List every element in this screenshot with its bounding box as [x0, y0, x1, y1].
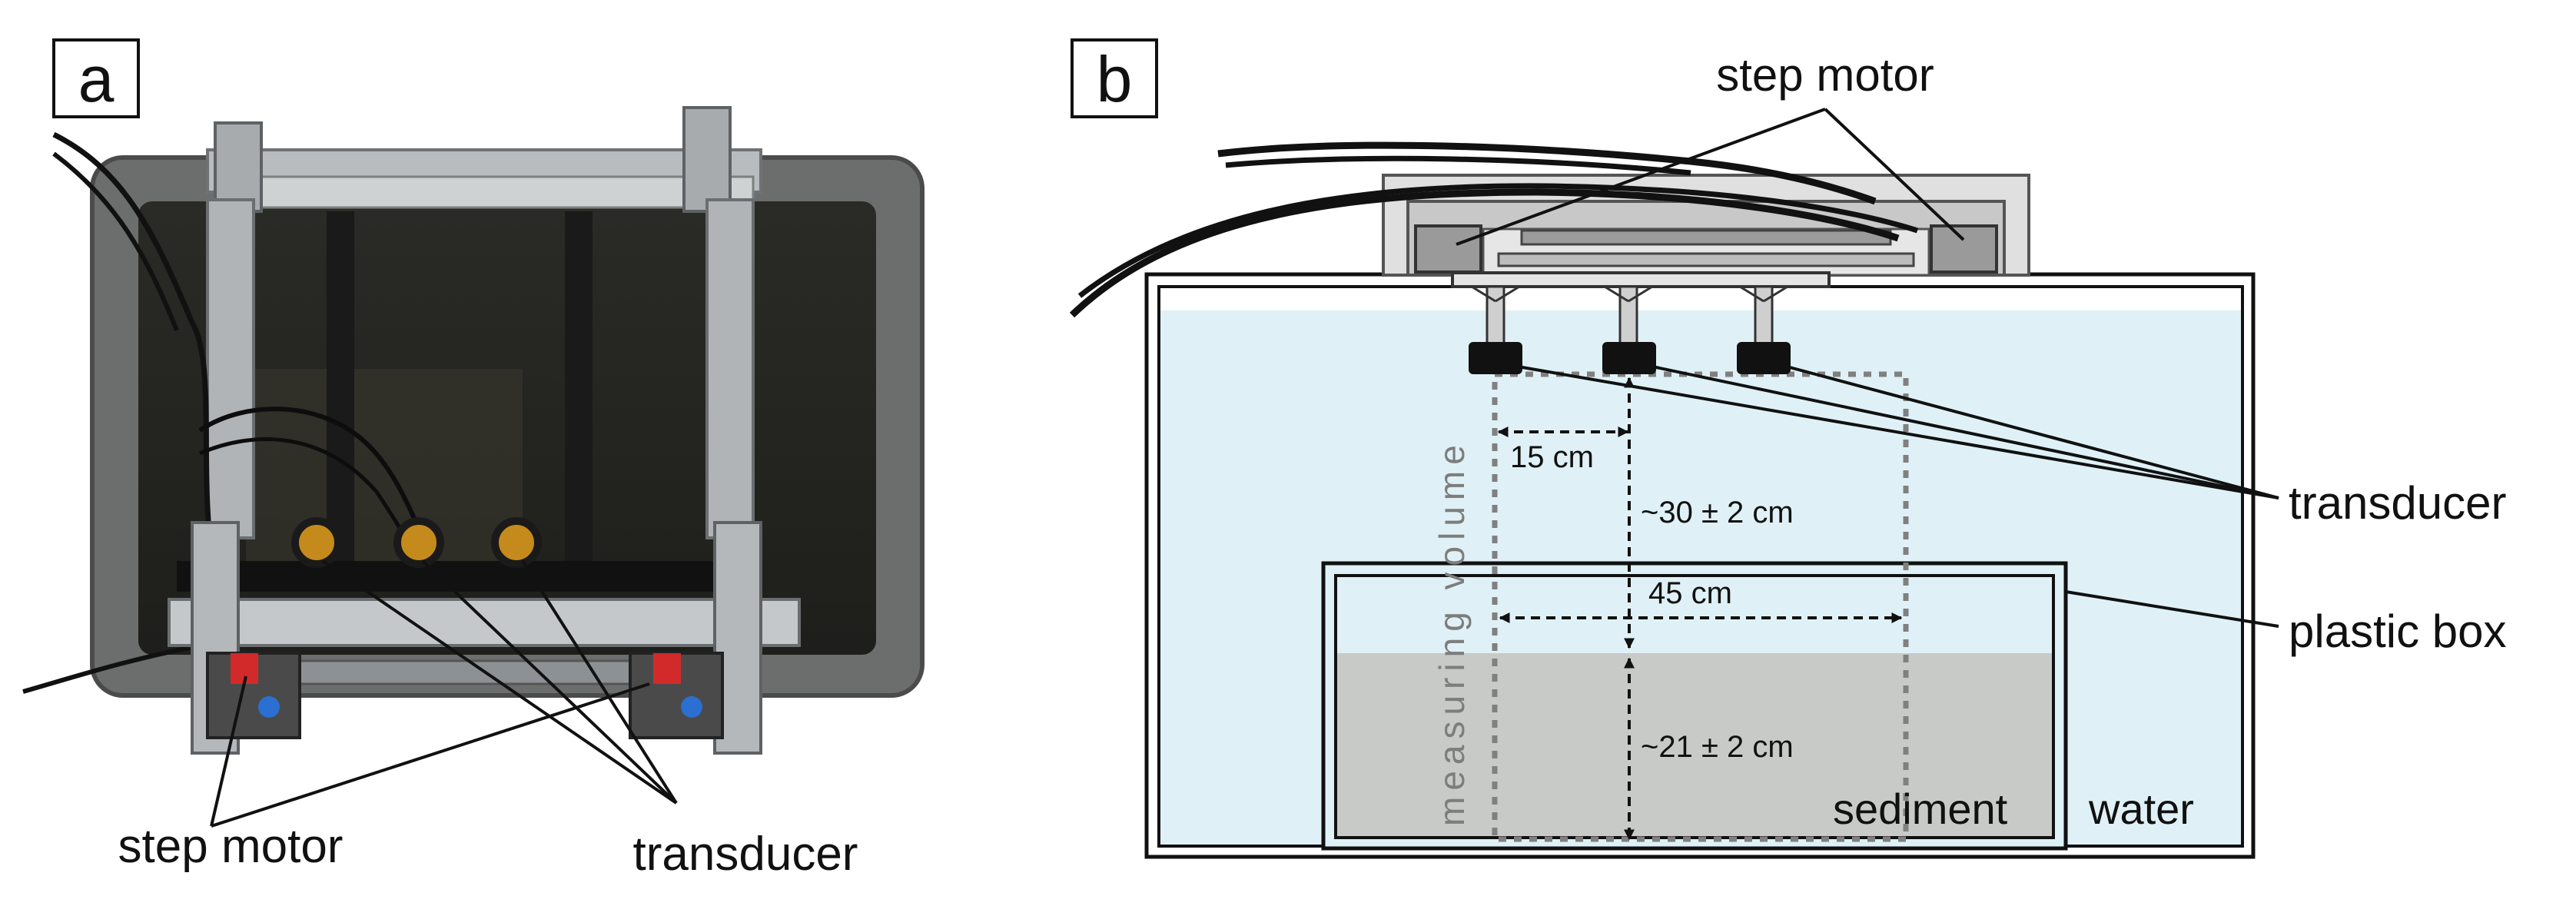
- frame-front-bar: [168, 598, 801, 647]
- panel-b-letter: b: [1097, 43, 1133, 115]
- transducer-3: [1737, 342, 1791, 374]
- cable-b-4: [1225, 155, 1691, 176]
- sediment-fill: [1336, 653, 2053, 838]
- panel-b-letter-box: [1071, 38, 1158, 118]
- callout-b-trans-1: [1517, 365, 2279, 499]
- step-motor-right: [1930, 224, 1998, 274]
- carriage-bar: [177, 561, 753, 592]
- carriage-plate: [1451, 271, 1831, 288]
- callout-a-trans-3: [521, 559, 678, 805]
- transducer-photo-1: [291, 517, 342, 568]
- label-water: water: [2088, 785, 2194, 833]
- callout-b-trans-2: [1651, 365, 2279, 499]
- panel-a: a step motor transducer: [22, 38, 925, 881]
- label-b-plastic-box: plastic box: [2289, 606, 2506, 657]
- cable-b-3: [1217, 141, 1877, 205]
- cable-b-1: [1069, 188, 1900, 318]
- callout-a-trans-2: [421, 559, 678, 805]
- frame-rail-left: [206, 198, 255, 539]
- step-motor-photo-left: [206, 652, 301, 739]
- transducer-photo-2: [393, 517, 444, 568]
- plastic-box-inner: [1334, 574, 2055, 839]
- guide-rail-2: [565, 211, 593, 580]
- transducer-2: [1602, 342, 1656, 374]
- guide-rail-1: [327, 211, 354, 580]
- callout-b-box: [2065, 590, 2279, 628]
- cable-a-2: [52, 151, 179, 332]
- rail-bottom: [1497, 252, 1915, 267]
- cable-a-1: [52, 131, 214, 554]
- step-motor-photo-right: [629, 652, 724, 739]
- label-45cm: 45 cm: [1648, 576, 1732, 610]
- transducer-photo-3: [491, 517, 542, 568]
- transducer-1: [1469, 342, 1522, 374]
- transducer-mount-2: [1604, 285, 1653, 346]
- label-a-step-motor: step motor: [118, 820, 344, 873]
- step-motor-left: [1414, 224, 1482, 274]
- label-b-step-motor: step motor: [1716, 49, 1934, 101]
- label-15cm: 15 cm: [1510, 440, 1594, 474]
- frame-post-tl: [214, 121, 263, 213]
- panel-a-letter: a: [78, 43, 115, 115]
- callout-b-motor-1: [1456, 108, 1826, 246]
- measuring-volume-outline: [1492, 371, 1909, 842]
- label-30cm: ~30 ± 2 cm: [1641, 496, 1794, 529]
- cable-a-3: [198, 407, 433, 555]
- panel-b: b measuring volume: [1069, 38, 2506, 859]
- callout-b-motor-2: [1824, 108, 1965, 241]
- label-b-transducer: transducer: [2289, 477, 2506, 529]
- cable-b-2: [1077, 183, 1919, 298]
- label-21cm: ~21 ± 2 cm: [1641, 730, 1794, 764]
- label-a-transducer: transducer: [633, 828, 858, 881]
- callout-a-motor-1: [210, 675, 247, 827]
- callout-b-trans-3: [1786, 365, 2279, 499]
- label-sediment: sediment: [1833, 785, 2008, 833]
- cable-a-5: [22, 643, 201, 694]
- frame-post-tr: [682, 106, 732, 213]
- rail-top: [1520, 229, 1892, 246]
- callout-a-trans-1: [321, 559, 678, 805]
- panel-a-letter-box: [52, 38, 140, 118]
- label-measuring-volume: measuring volume: [1432, 439, 1472, 826]
- tub-water-reflection: [246, 369, 523, 569]
- frame-rail-right: [705, 198, 755, 539]
- transducer-mount-1: [1471, 285, 1520, 346]
- frame-top-bar-2: [214, 175, 755, 209]
